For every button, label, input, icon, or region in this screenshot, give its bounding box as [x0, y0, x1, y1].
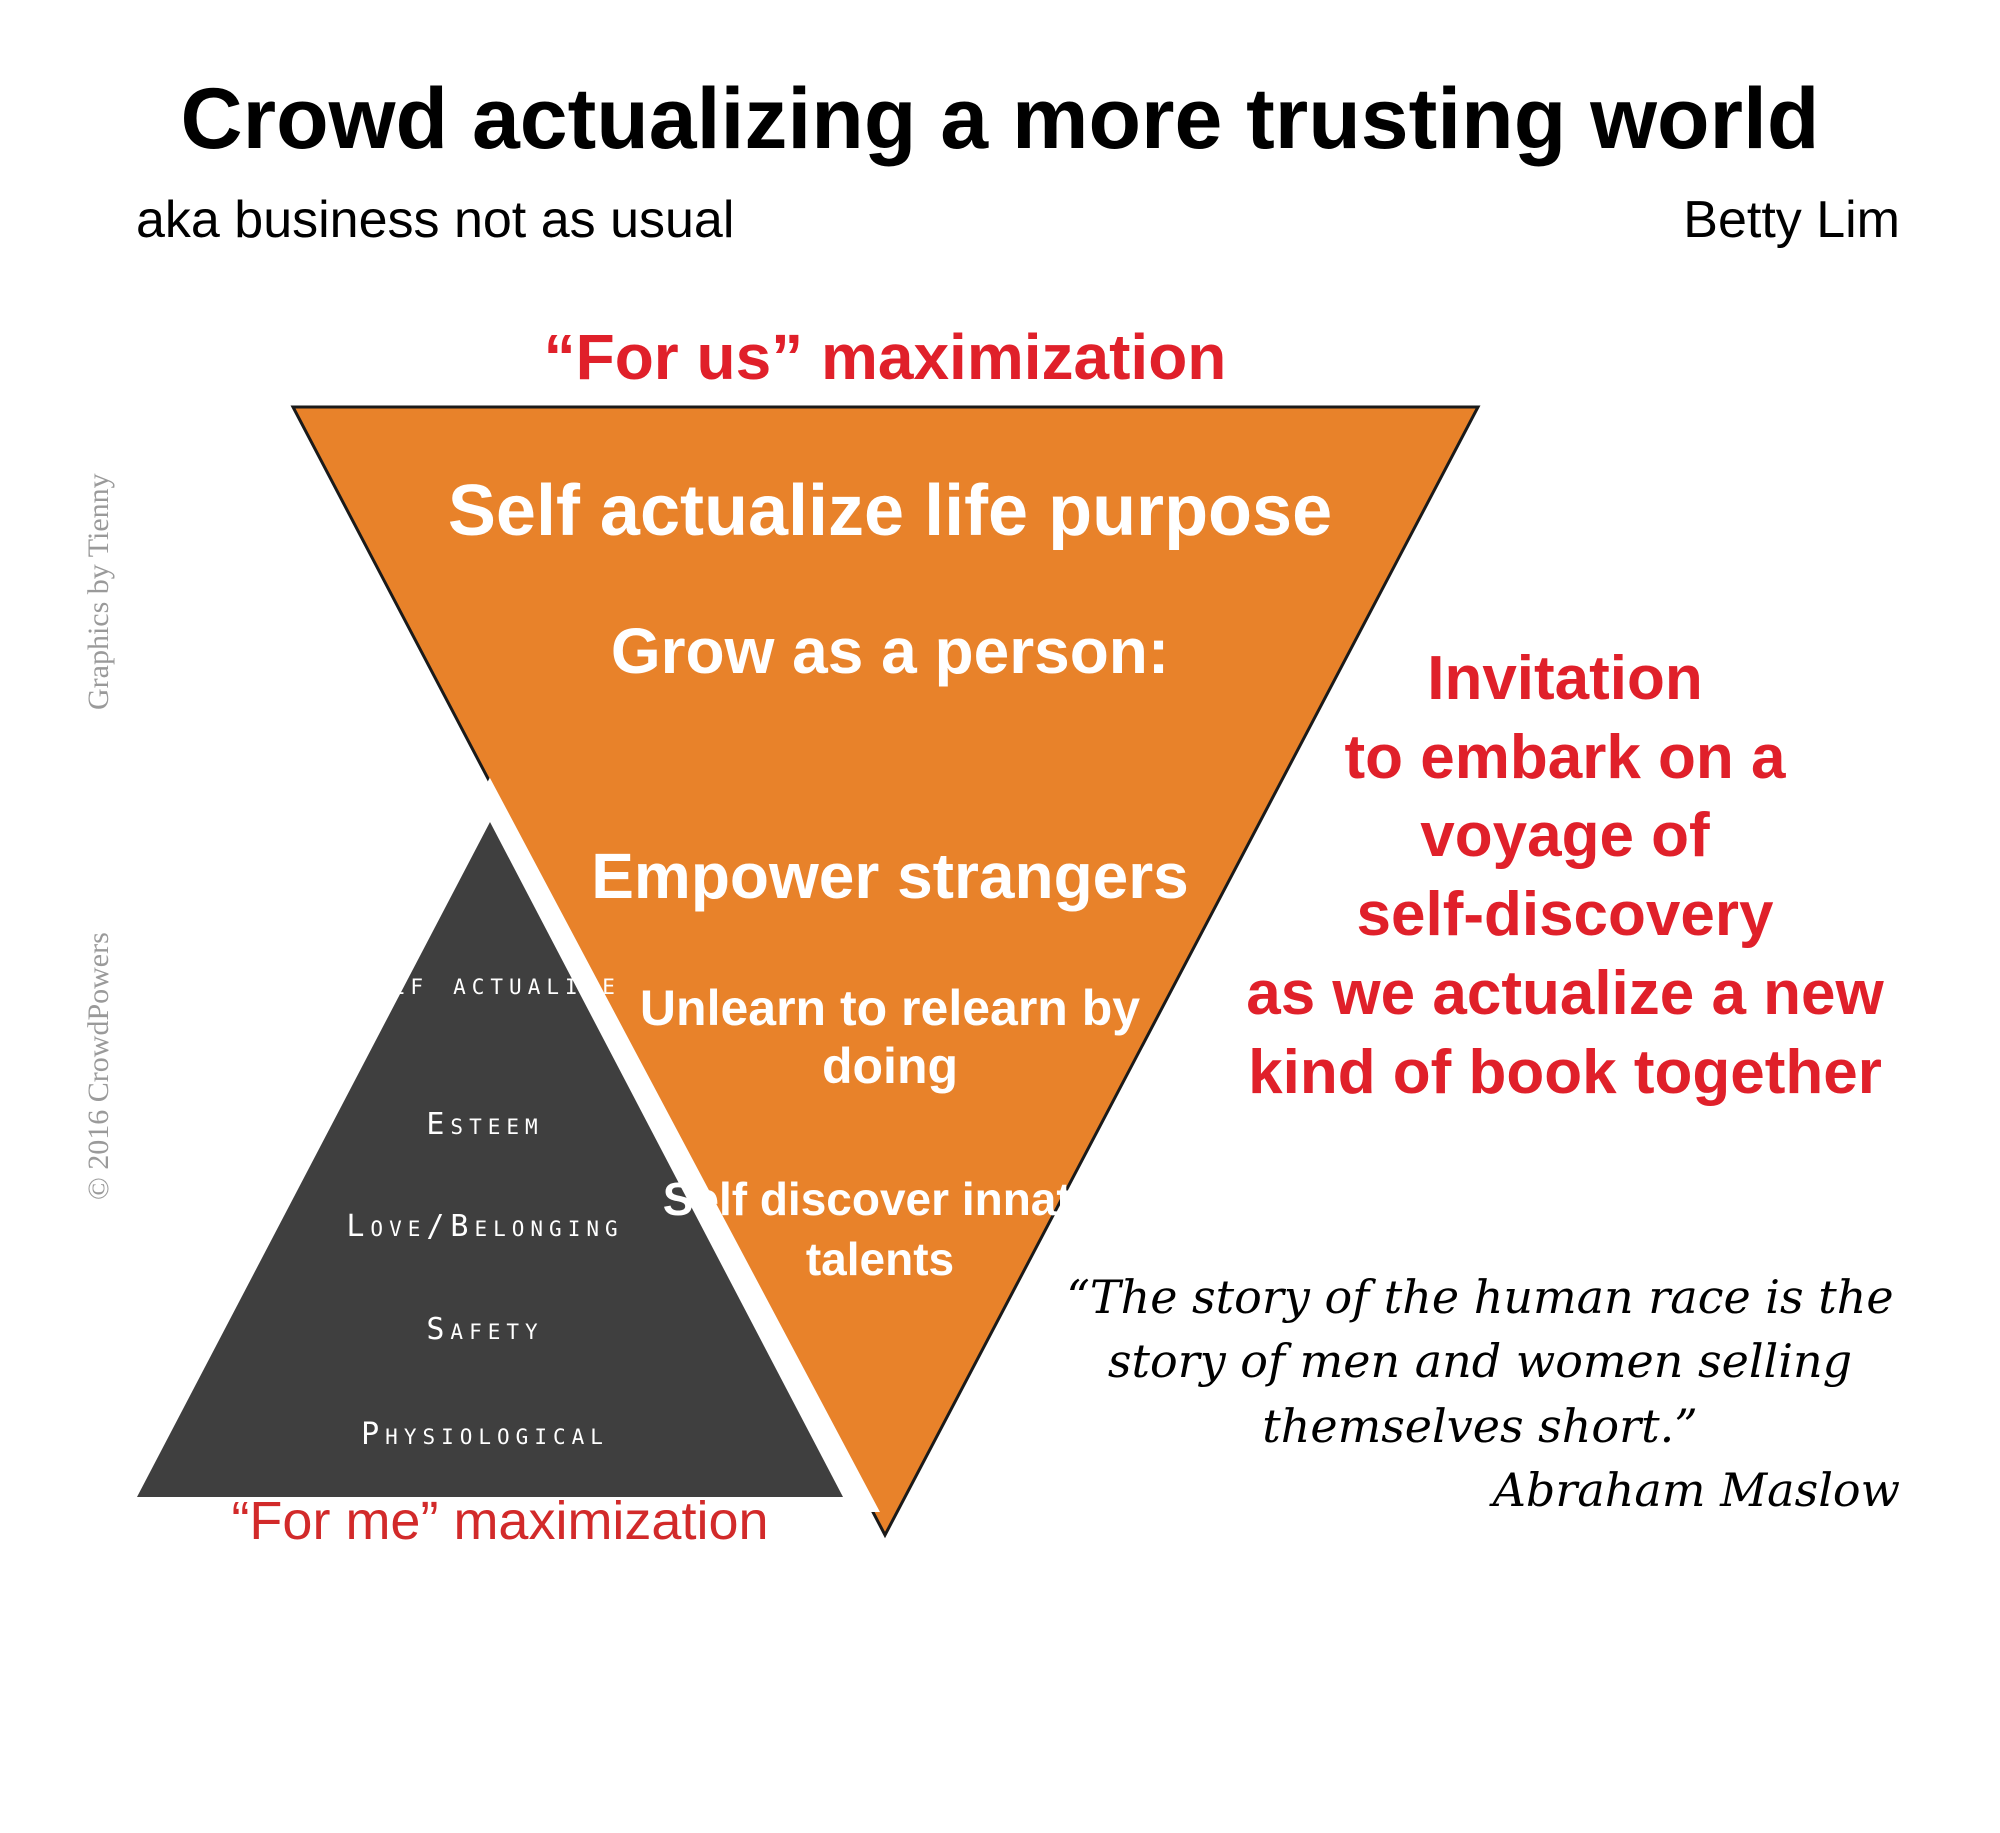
- pyramid-level-self-actualize: Self actualize: [349, 967, 621, 1002]
- invitation-line: self-discovery: [1356, 880, 1774, 950]
- graphics-credit: Graphics by Tienny: [82, 473, 115, 710]
- page-subtitle: aka business not as usual: [136, 191, 735, 249]
- page-author: Betty Lim: [1683, 191, 1900, 249]
- invitation-line: voyage of: [1420, 801, 1710, 871]
- copyright-credit: © 2016 CrowdPowers: [82, 932, 115, 1200]
- invitation-line: kind of book together: [1248, 1037, 1882, 1107]
- pyramid-level-safety: Safety: [426, 1312, 544, 1347]
- invitation-line: Invitation: [1427, 644, 1703, 713]
- invitation-line: to embark on a: [1344, 722, 1786, 792]
- triangle-item-empower: Empower strangers: [591, 840, 1189, 912]
- triangle-item-self-actualize: Self actualize life purpose: [447, 471, 1333, 551]
- triangle-item-unlearn: Unlearn to relearn by doing: [639, 980, 1141, 1094]
- invitation-text: Invitation to embark on a voyage of self…: [1190, 640, 1940, 1112]
- triangle-item-grow: Grow as a person:: [610, 615, 1170, 687]
- pyramid-level-esteem: Esteem: [426, 1107, 544, 1142]
- triangle-item-discover: Self discover innate talents: [662, 1173, 1098, 1285]
- invitation-line: as we actualize a new: [1246, 958, 1884, 1028]
- page-title: Crowd actualizing a more trusting world: [180, 71, 1820, 167]
- pyramid-triangle: [137, 822, 843, 1497]
- maslow-quote: “The story of the human race is the stor…: [1066, 1270, 1894, 1453]
- pyramid-level-physiological: Physiological: [361, 1417, 609, 1452]
- for-me-label: “For me” maximization: [231, 1491, 769, 1551]
- for-us-label: “For us” maximization: [543, 321, 1227, 393]
- pyramid-level-love-belonging: Love/Belonging: [346, 1209, 624, 1244]
- quote-author: Abraham Maslow: [1492, 1463, 1900, 1517]
